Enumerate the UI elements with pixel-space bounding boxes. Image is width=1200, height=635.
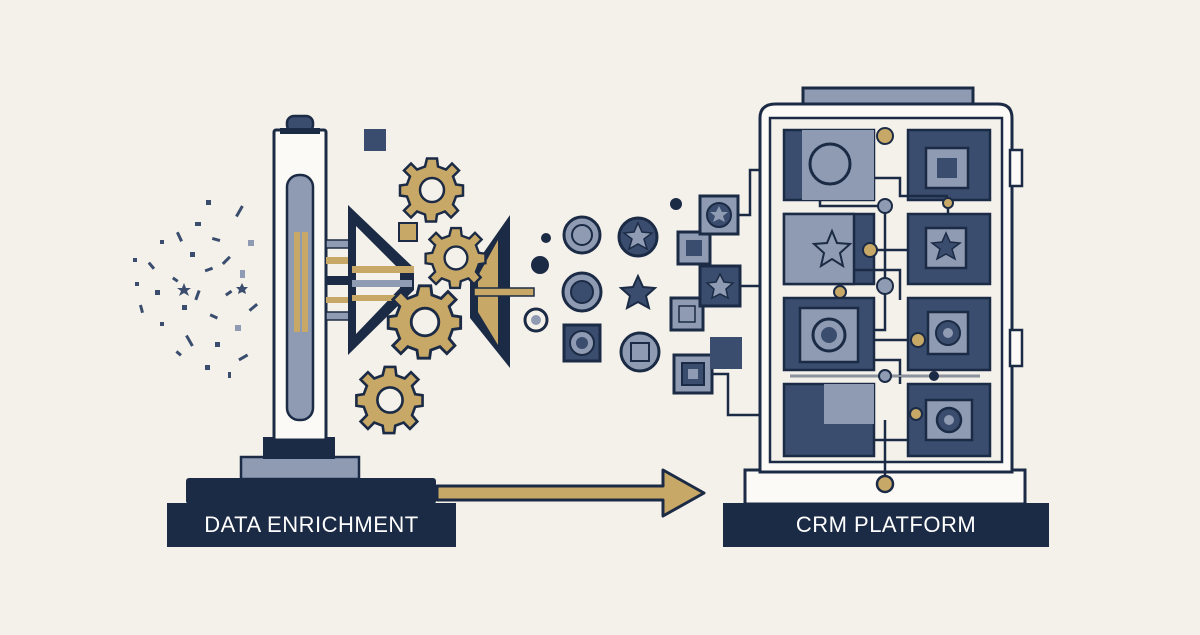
arrow-icon [435, 468, 706, 518]
gear-icon [398, 157, 465, 223]
gear-icon [386, 284, 463, 360]
gear-icon [355, 365, 424, 435]
enriched-data-tokens [523, 168, 762, 417]
crm-cabinet [743, 86, 1027, 506]
machine-foot [239, 455, 361, 481]
gear-icon [424, 226, 487, 290]
crm-platform-label: CRM PLATFORM [723, 503, 1049, 547]
star-icon [177, 283, 191, 296]
machine-neck [263, 437, 335, 459]
machine-base [186, 478, 436, 504]
gears [355, 129, 487, 435]
star-icon [618, 273, 658, 310]
raw-data-fragments [133, 200, 259, 378]
cabinet-top [801, 86, 975, 106]
data-enrichment-label: DATA ENRICHMENT [167, 503, 456, 547]
square-icon [364, 129, 386, 151]
enrichment-machine [186, 114, 535, 504]
